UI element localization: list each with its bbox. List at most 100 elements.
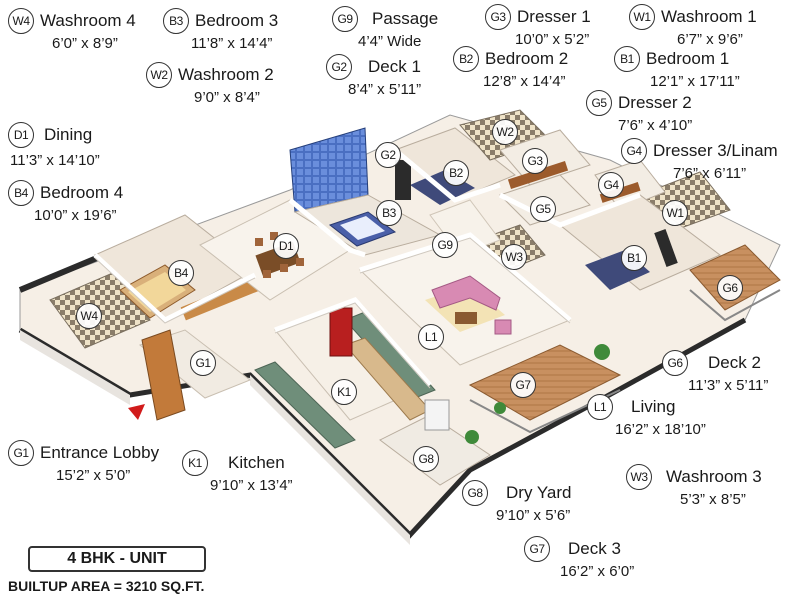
legend-g2-code: G2 — [326, 54, 352, 80]
legend-d1-name: Dining — [44, 125, 93, 144]
legend-g8-code: G8 — [462, 480, 488, 506]
legend-g4-dim: 7’6” x 6’11” — [673, 165, 747, 182]
legend-g1: G1 Entrance Lobby 15’2” x 5’0” — [8, 440, 159, 484]
marker-b4: B4 — [168, 260, 194, 286]
marker-g4: G4 — [598, 172, 624, 198]
marker-g3: G3 — [522, 148, 548, 174]
legend-g1-code: G1 — [8, 440, 34, 466]
legend-g1-name: Entrance Lobby — [40, 443, 160, 462]
marker-l1: L1 — [418, 324, 444, 350]
legend-w1-code: W1 — [629, 4, 655, 30]
partition-wall-shadows — [94, 237, 571, 389]
legend-w3-dim: 5’3” x 8’5” — [680, 491, 746, 508]
legend-g7-code: G7 — [524, 536, 550, 562]
legend-b3-name: Bedroom 3 — [195, 11, 279, 30]
bedroom-1-tv-unit — [654, 229, 678, 267]
wall-face-bottom-mid — [250, 375, 410, 545]
legend-g2-dim: 8’4” x 5’11” — [348, 81, 422, 98]
legend-w3-code: W3 — [626, 464, 652, 490]
marker-b3: B3 — [376, 200, 402, 226]
marker-d1: D1 — [273, 233, 299, 259]
legend-k1-dim: 9’10” x 13’4” — [210, 477, 293, 494]
legend-d1: D1 Dining 11’3” x 14’10” — [8, 122, 100, 169]
legend-w3-name: Washroom 3 — [666, 467, 762, 486]
legend-k1-name: Kitchen — [228, 453, 285, 472]
legend-l1-code: L1 — [587, 394, 613, 420]
legend-b2-dim: 12’8” x 14’4” — [483, 73, 566, 90]
kitchen-counter-front — [254, 361, 356, 449]
bedroom-4-wardrobe — [180, 273, 270, 321]
legend-g3-code: G3 — [485, 4, 511, 30]
marker-b2: B2 — [443, 160, 469, 186]
legend-g7-name: Deck 3 — [568, 539, 621, 558]
legend-g4: G4 Dresser 3/Linam 7’6” x 6’11” — [621, 138, 778, 182]
legend-d1-dim: 11’3” x 14’10” — [10, 152, 100, 169]
marker-k1: K1 — [331, 379, 357, 405]
marker-g6: G6 — [717, 275, 743, 301]
legend-g6-dim: 11’3” x 5’11” — [688, 377, 769, 394]
legend-g9-dim: 4’4” Wide — [358, 33, 422, 50]
legend-b3-code: B3 — [163, 8, 189, 34]
legend-w1-name: Washroom 1 — [661, 7, 757, 26]
legend-g7-dim: 16’2” x 6’0” — [560, 563, 635, 580]
legend-w2-dim: 9’0” x 8’4” — [194, 89, 260, 106]
living-sofa — [431, 275, 501, 311]
marker-w4: W4 — [76, 303, 102, 329]
legend-w2-name: Washroom 2 — [178, 65, 274, 84]
legend-g1-dim: 15’2” x 5’0” — [56, 467, 131, 484]
deck-3-plant-2 — [494, 402, 506, 414]
legend-w3: W3 Washroom 3 5’3” x 8’5” — [626, 464, 762, 508]
dry-yard-washer — [424, 399, 450, 431]
legend-w1: W1 Washroom 1 6’7” x 9’6” — [629, 4, 757, 48]
legend-b3: B3 Bedroom 3 11’8” x 14’4” — [163, 8, 278, 52]
marker-g8: G8 — [413, 446, 439, 472]
legend-g7: G7 Deck 3 16’2” x 6’0” — [524, 536, 634, 580]
bedroom-2-tv-unit — [395, 160, 411, 200]
wall-face-bottom-left — [20, 330, 130, 405]
marker-w3: W3 — [501, 244, 527, 270]
legend-g5-dim: 7’6” x 4’10” — [618, 117, 693, 134]
legend-d1-code: D1 — [8, 122, 34, 148]
living-chair — [494, 319, 512, 335]
legend-g5-name: Dresser 2 — [618, 93, 692, 112]
legend-g6-name: Deck 2 — [708, 353, 761, 372]
builtup-area-text: BUILTUP AREA = 3210 SQ.FT. — [8, 578, 205, 594]
legend-b2-code: B2 — [453, 46, 479, 72]
legend-b1-dim: 12’1” x 17’11” — [650, 73, 740, 90]
legend-g9-code: G9 — [332, 6, 358, 32]
legend-g4-code: G4 — [621, 138, 647, 164]
legend-w1-dim: 6’7” x 9’6” — [677, 31, 743, 48]
legend-b1-name: Bedroom 1 — [646, 49, 730, 68]
legend-k1-code: K1 — [182, 450, 208, 476]
legend-g9-name: Passage — [372, 9, 439, 28]
legend-l1-dim: 16’2” x 18’10” — [615, 421, 706, 438]
deck-2-rail — [689, 289, 781, 322]
legend-b4-name: Bedroom 4 — [40, 183, 124, 202]
legend-b3-dim: 11’8” x 14’4” — [191, 35, 273, 52]
bedroom-3-sheet — [340, 216, 385, 240]
living-coffee-table — [455, 312, 477, 324]
legend-g4-name: Dresser 3/Linam — [653, 141, 778, 160]
legend-k1: K1 Kitchen 9’10” x 13’4” — [182, 450, 293, 494]
legend-l1-name: Living — [631, 397, 676, 416]
dry-yard-plant — [465, 430, 479, 444]
entrance-arrow — [128, 404, 145, 420]
deck-3-plant — [594, 344, 610, 360]
legend-w4-code: W4 — [8, 8, 34, 34]
marker-w1: W1 — [662, 200, 688, 226]
marker-b1: B1 — [621, 245, 647, 271]
legend-g9: G9 Passage 4’4” Wide — [332, 6, 438, 50]
legend-l1: L1 Living 16’2” x 18’10” — [587, 394, 706, 438]
legend-g3-name: Dresser 1 — [517, 7, 591, 26]
partition-walls — [93, 148, 641, 387]
